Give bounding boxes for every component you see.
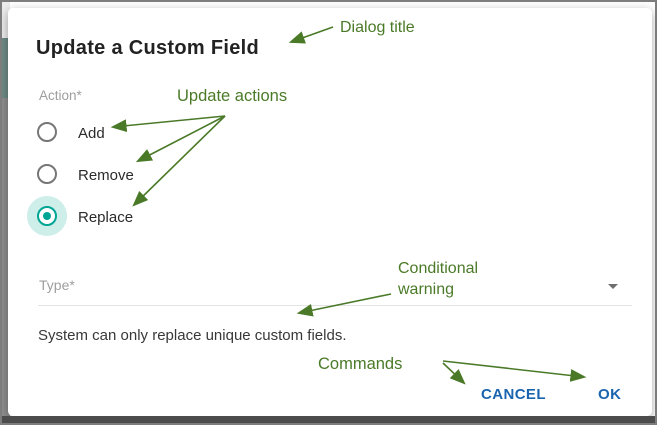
radio-unchecked-icon[interactable] (37, 164, 57, 184)
backdrop-segment (2, 38, 10, 98)
type-select-underline (38, 305, 632, 306)
radio-label-add[interactable]: Add (78, 125, 105, 142)
page-backdrop (2, 2, 10, 423)
window-bottom-edge (2, 416, 655, 423)
type-select[interactable]: Type* (38, 272, 632, 306)
update-custom-field-dialog: Update a Custom Field Action* Add Remove… (8, 8, 652, 416)
radio-checked-icon[interactable] (37, 206, 57, 226)
cancel-button[interactable]: CANCEL (481, 386, 546, 403)
radio-label-remove[interactable]: Remove (78, 167, 134, 184)
dropdown-caret-icon (608, 284, 618, 289)
type-select-label: Type* (39, 277, 75, 293)
radio-dot-icon (43, 212, 51, 220)
dialog-title: Update a Custom Field (36, 37, 259, 59)
action-group-label: Action* (39, 88, 82, 103)
radio-label-replace[interactable]: Replace (78, 209, 134, 226)
radio-unchecked-icon[interactable] (37, 122, 57, 142)
backdrop-segment (2, 2, 10, 38)
ok-button[interactable]: OK (598, 386, 622, 403)
backdrop-segment (2, 98, 10, 423)
conditional-warning-text: System can only replace unique custom fi… (38, 327, 347, 344)
